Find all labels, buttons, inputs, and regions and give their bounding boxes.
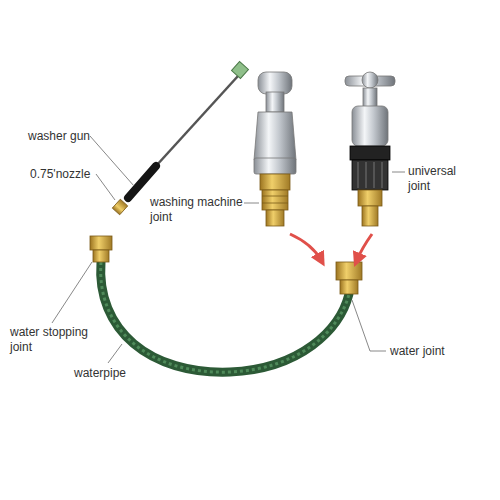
universal-tap: [358, 162, 359, 188]
water-hose: [101, 262, 349, 372]
washer-gun: [232, 62, 249, 79]
universal-tap: [363, 88, 377, 108]
washer-gun: [156, 76, 238, 166]
stopping-joint: [93, 250, 109, 262]
stopping-joint: [90, 236, 112, 250]
washer-gun: [128, 62, 248, 198]
washing-machine-tap: [262, 203, 288, 204]
part-label: washer gun: [28, 129, 98, 144]
part-label: water joint: [390, 344, 480, 359]
washing-machine-tap: [266, 210, 284, 226]
washer-gun: [128, 166, 156, 198]
part-label: 0.75'nozzle: [30, 167, 100, 182]
water-joint: [336, 262, 362, 294]
nozzle: [112, 199, 127, 215]
washing-machine-tap: [266, 92, 284, 112]
connect-arrow: [290, 234, 321, 260]
universal-tap: [374, 162, 375, 188]
part-label: washing machine joint: [150, 195, 246, 225]
washing-machine-tap: [260, 174, 290, 190]
washing-machine-tap: [258, 72, 292, 94]
water-joint: [336, 262, 362, 280]
universal-tap: [352, 106, 388, 146]
washing-machine-tap: [254, 72, 296, 226]
leader-line: [52, 136, 405, 363]
connect-arrow: [357, 234, 372, 260]
nozzle: [112, 199, 127, 215]
universal-tap: [352, 160, 388, 190]
stopping-joint: [90, 236, 112, 262]
universal-tap: [366, 162, 367, 188]
universal-tap: [362, 206, 378, 226]
water-hose: [101, 262, 349, 372]
water-joint: [340, 280, 358, 294]
washing-machine-tap: [254, 112, 296, 160]
leader-line: [108, 344, 122, 363]
leader-line: [352, 300, 386, 351]
leader-line: [96, 174, 115, 200]
part-label: water stopping joint: [10, 325, 102, 355]
leader-line: [90, 136, 134, 186]
washing-machine-tap: [254, 158, 296, 174]
leader-line: [52, 262, 92, 323]
part-label: universal joint: [408, 164, 472, 194]
washing-machine-tap: [262, 196, 288, 197]
water-hose: [101, 262, 349, 372]
universal-tap: [345, 72, 395, 226]
washing-machine-tap: [262, 190, 288, 210]
part-label: waterpipe: [74, 366, 144, 381]
connect-arrow: [290, 234, 372, 260]
universal-tap: [382, 162, 383, 188]
universal-tap: [362, 72, 378, 88]
universal-tap: [350, 146, 390, 160]
universal-tap: [358, 190, 382, 206]
leader-line: [244, 203, 259, 204]
leader-line: [392, 172, 405, 173]
